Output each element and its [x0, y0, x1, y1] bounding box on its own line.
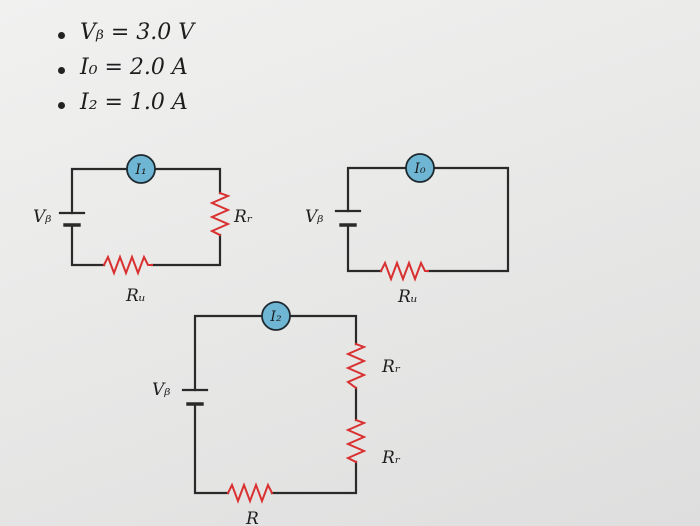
- circuit-3-resistor-1-label: Rᵣ: [381, 357, 401, 377]
- bullet-icon: [58, 67, 65, 74]
- given-value-text: I₂ = 1.0 A: [80, 90, 188, 115]
- resistor-icon: [345, 342, 367, 390]
- resistor-icon: [379, 260, 429, 282]
- battery-icon: [334, 209, 362, 227]
- ammeter-i2-icon: [261, 301, 291, 331]
- circuit-1: [58, 154, 231, 276]
- circuit-3-meter-label: I₂: [269, 309, 282, 325]
- circuit-2: [334, 153, 510, 282]
- circuit-2-wire: [346, 166, 510, 273]
- circuit-3-wire: [193, 314, 358, 495]
- ammeter-i1-icon: [126, 154, 156, 184]
- circuit-1-meter-label: I₁: [134, 162, 146, 178]
- given-value-text: I₀ = 2.0 A: [80, 55, 188, 80]
- circuit-2-source-label: Vᵦ: [305, 207, 323, 227]
- circuit-1-wire: [70, 167, 222, 267]
- circuit-3-source-label: Vᵦ: [152, 380, 170, 400]
- circuit-1-resistor-top-label: Rᵣ: [233, 207, 253, 227]
- battery-icon: [181, 388, 209, 406]
- bullet-icon: [58, 32, 65, 39]
- bullet-icon: [58, 102, 65, 109]
- circuit-2-meter-label: I₀: [413, 161, 426, 177]
- given-value-text: Vᵦ = 3.0 V: [80, 20, 195, 45]
- circuit-3-resistor-bottom-label: R: [245, 509, 259, 526]
- resistor-icon: [209, 191, 231, 237]
- ammeter-i0-icon: [405, 153, 435, 183]
- circuit-3: [181, 301, 367, 504]
- battery-icon: [58, 211, 86, 227]
- circuit-1-source-label: Vᵦ: [33, 207, 51, 227]
- resistor-icon: [102, 254, 153, 276]
- resistor-icon: [345, 418, 367, 464]
- resistor-icon: [226, 482, 274, 504]
- circuit-3-resistor-2-label: Rᵣ: [381, 448, 401, 468]
- circuit-1-resistor-bottom-label: Rᵤ: [125, 286, 146, 306]
- circuit-2-resistor-bottom-label: Rᵤ: [397, 287, 418, 307]
